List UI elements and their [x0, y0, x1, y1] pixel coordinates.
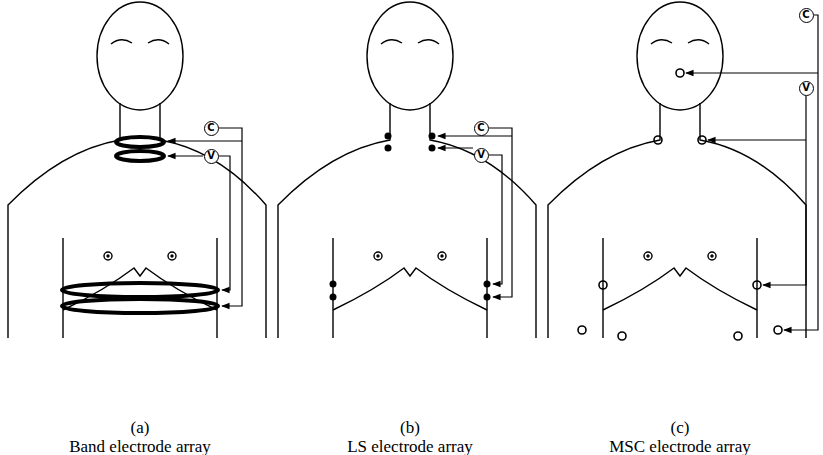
spot-electrodes [578, 69, 782, 340]
lead-wires [168, 128, 242, 306]
torso-figure [548, 2, 806, 338]
terminal-circle: C [474, 121, 489, 136]
terminal-letter: V [802, 83, 810, 93]
panel-caption: MSC electrode array [609, 437, 751, 455]
spot-electrodes [330, 133, 491, 301]
terminal-letter: C [207, 123, 214, 133]
panel-caption: LS electrode array [347, 437, 473, 455]
terminal-circle: C [204, 121, 219, 136]
terminal-circle: C [799, 8, 814, 23]
terminal-circle: V [799, 81, 814, 96]
panel-letter: (c) [671, 418, 690, 438]
ls-panel [278, 2, 536, 338]
band-electrodes [62, 137, 218, 313]
terminal-letter: V [207, 151, 215, 161]
terminal-circle: V [204, 149, 219, 164]
lead-wires [686, 15, 818, 330]
torso-figure [8, 2, 266, 338]
torso-figure [278, 2, 536, 338]
panel-caption: Band electrode array [69, 437, 211, 455]
lead-wires [438, 128, 512, 297]
msc-panel [548, 2, 818, 340]
panel-letter: (a) [131, 418, 150, 438]
terminal-letter: V [477, 150, 485, 160]
terminal-letter: C [477, 123, 484, 133]
terminal-letter: C [802, 10, 809, 20]
terminal-circle: V [474, 148, 489, 163]
band-panel [8, 2, 266, 338]
panel-letter: (b) [400, 418, 420, 438]
